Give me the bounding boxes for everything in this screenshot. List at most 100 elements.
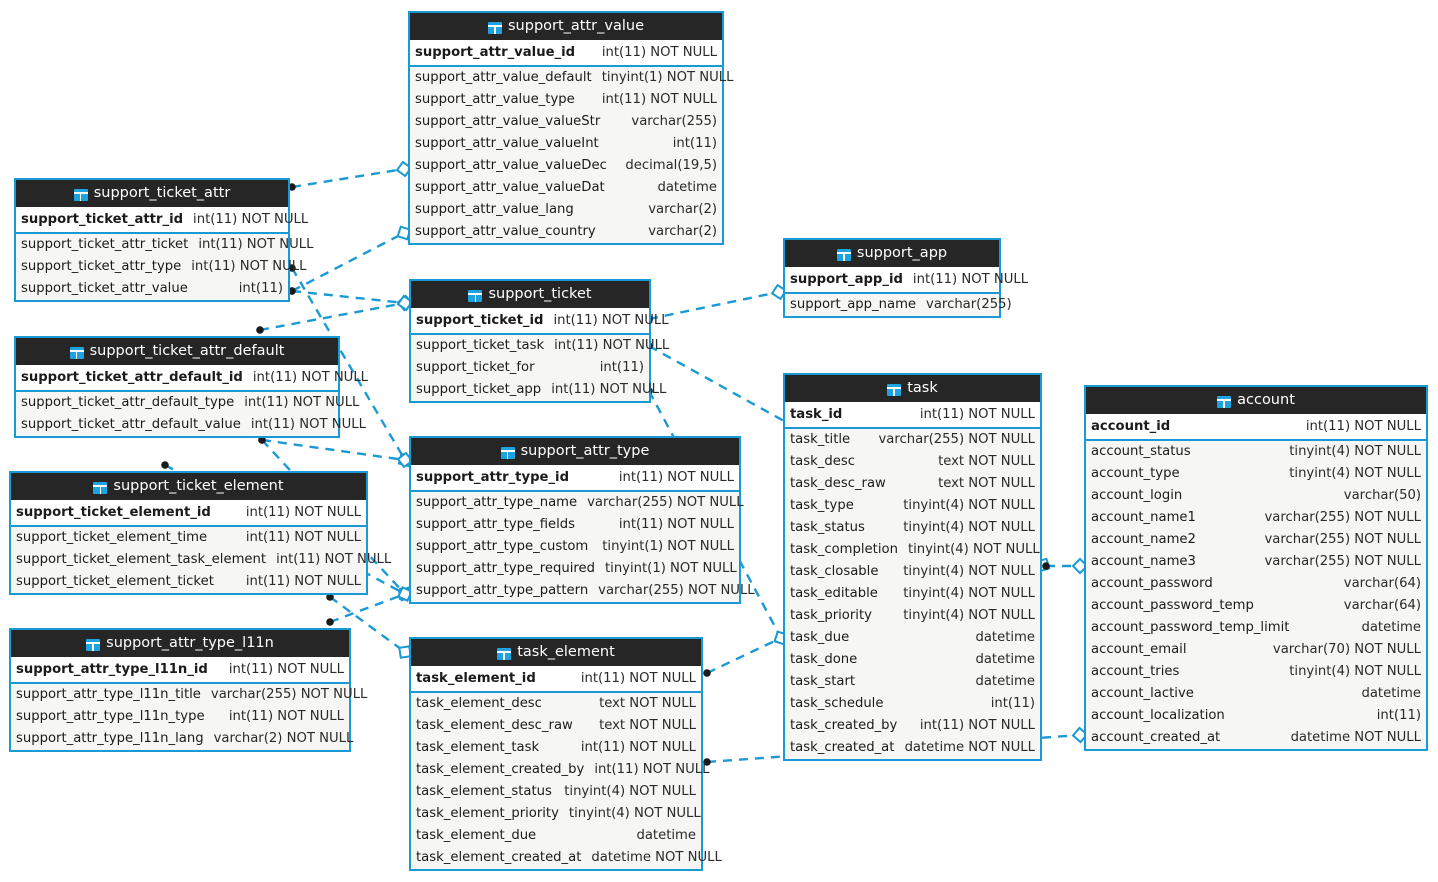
- entity-header-support_app[interactable]: support_app: [785, 240, 999, 267]
- entity-header-support_ticket_attr[interactable]: support_ticket_attr: [16, 180, 288, 207]
- entity-header-support_attr_type_l11n[interactable]: support_attr_type_l11n: [11, 630, 349, 657]
- entity-header-task[interactable]: task: [785, 375, 1040, 402]
- relationship-rel-task-to-account[interactable]: [1042, 557, 1089, 575]
- entity-header-task_element[interactable]: task_element: [411, 639, 701, 666]
- entity-header-support_ticket_element[interactable]: support_ticket_element: [11, 473, 366, 500]
- entity-header-support_attr_value[interactable]: support_attr_value: [410, 13, 722, 40]
- entity-header-account[interactable]: account: [1086, 387, 1426, 414]
- relationship-rel-ticket-attr-to-attr-value[interactable]: [288, 160, 413, 191]
- relationship-rel-attr-default-type-to-attr-type[interactable]: [258, 436, 414, 469]
- relationship-rel-task-element-id-to-task-due[interactable]: [703, 630, 789, 677]
- entity-header-support_attr_type[interactable]: support_attr_type: [411, 438, 739, 465]
- entity-header-support_ticket_attr_default[interactable]: support_ticket_attr_default: [16, 338, 338, 365]
